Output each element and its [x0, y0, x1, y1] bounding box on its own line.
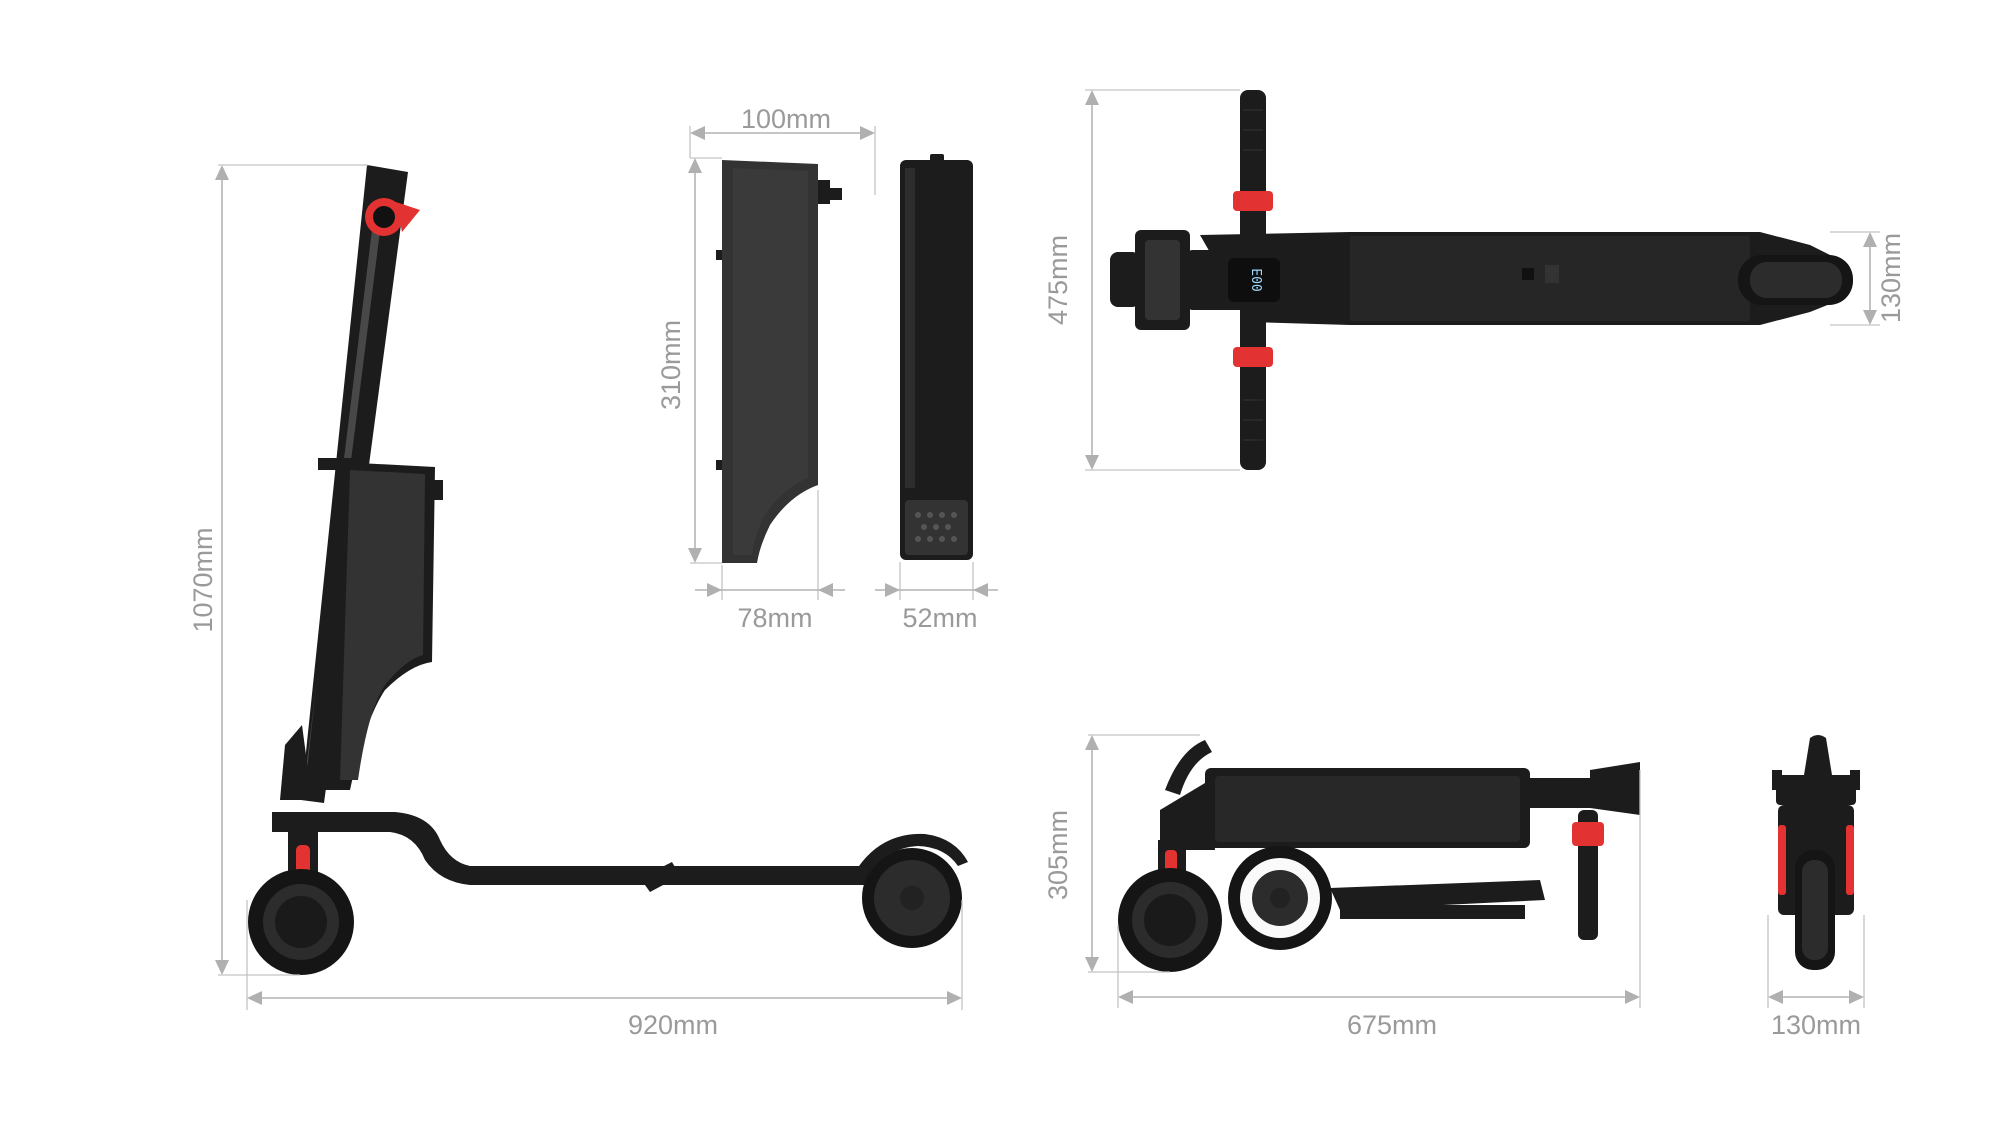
dim-battery-thickness — [875, 562, 998, 600]
top-handlebar-width-label: 475mm — [1043, 235, 1073, 325]
dim-scooter-length — [246, 900, 963, 1010]
battery-depth-label: 78mm — [737, 603, 812, 633]
dim-battery-height — [688, 157, 722, 564]
folded-height-label: 305mm — [1043, 810, 1073, 900]
battery-width-label: 100mm — [741, 104, 831, 134]
folded-view-scooter — [1118, 740, 1640, 972]
dashboard-speed-readout: E00 — [1248, 268, 1263, 291]
dim-battery-width — [689, 126, 876, 195]
dim-folded-length — [1117, 770, 1641, 1008]
top-deck-width-label: 130mm — [1876, 233, 1906, 323]
dim-top-deck-width — [1830, 231, 1880, 326]
dim-battery-depth — [695, 490, 845, 600]
dim-folded-height — [1085, 734, 1200, 973]
dim-top-handlebar-width — [1085, 89, 1240, 471]
folded-length-label: 675mm — [1347, 1010, 1437, 1040]
scooter-height-label: 1070mm — [188, 527, 218, 632]
dim-folded-width — [1767, 915, 1865, 1008]
folded-width-label: 130mm — [1771, 1010, 1861, 1040]
battery-thickness-label: 52mm — [902, 603, 977, 633]
top-view-scooter: E00 — [1110, 90, 1853, 470]
side-view-scooter — [248, 165, 968, 975]
dim-scooter-height — [215, 164, 368, 976]
battery-height-label: 310mm — [656, 320, 686, 410]
front-view-scooter — [1772, 735, 1860, 970]
battery-side-view — [716, 160, 842, 563]
battery-front-view — [900, 154, 973, 560]
scooter-length-label: 920mm — [628, 1010, 718, 1040]
